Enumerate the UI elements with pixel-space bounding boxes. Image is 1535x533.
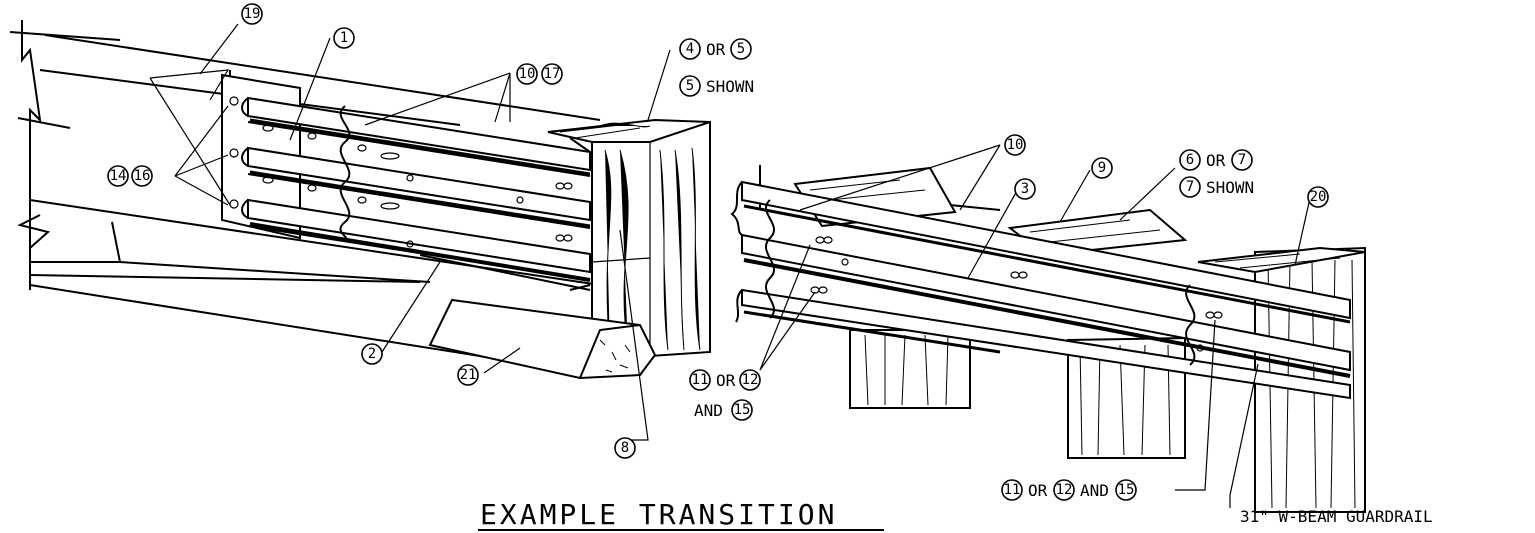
callout-15b: 15 (1115, 479, 1137, 501)
svg-text:15: 15 (734, 402, 751, 418)
svg-text:2: 2 (368, 346, 376, 362)
leader-lines (149, 23, 1311, 508)
svg-text:19: 19 (244, 6, 261, 22)
svg-text:10: 10 (1007, 137, 1024, 153)
svg-text:4: 4 (686, 41, 694, 57)
and-text-d: AND (1080, 481, 1109, 500)
callout-5: 5 (730, 38, 752, 60)
svg-text:7: 7 (1186, 179, 1194, 195)
callout-11b: 11 (1001, 479, 1023, 501)
callout-17: 17 (541, 63, 563, 85)
or-text-b: OR (1206, 151, 1226, 170)
svg-text:1: 1 (340, 30, 348, 46)
post-right-1 (793, 166, 971, 409)
callout-3: 3 (1014, 178, 1036, 200)
callout-15: 15 (731, 399, 753, 421)
svg-text:14: 14 (110, 168, 127, 184)
svg-text:12: 12 (1056, 482, 1073, 498)
callout-12b: 12 (1053, 479, 1075, 501)
svg-text:11: 11 (1004, 482, 1021, 498)
w-beam-right (730, 165, 1351, 400)
callout-9: 9 (1091, 157, 1113, 179)
callout-8: 8 (614, 437, 636, 459)
or-text-a: OR (706, 40, 726, 59)
shown-text-a: SHOWN (706, 77, 754, 96)
callout-5b: 5 (679, 75, 701, 97)
guardrail-label: 31" W-BEAM GUARDRAIL (1240, 507, 1433, 526)
callout-19: 19 (241, 3, 263, 25)
svg-text:20: 20 (1310, 189, 1327, 205)
svg-text:8: 8 (621, 440, 629, 456)
or-text-c: OR (716, 371, 736, 390)
callout-10: 10 (516, 63, 538, 85)
callout-4: 4 (679, 38, 701, 60)
svg-text:16: 16 (134, 168, 151, 184)
svg-text:5: 5 (686, 78, 694, 94)
svg-text:11: 11 (692, 372, 709, 388)
callout-2: 2 (361, 343, 383, 365)
curb-block (428, 298, 657, 380)
or-text-d: OR (1028, 481, 1048, 500)
shown-text-b: SHOWN (1206, 178, 1254, 197)
callout-7: 7 (1231, 149, 1253, 171)
callout-21: 21 (457, 364, 479, 386)
svg-text:12: 12 (742, 372, 759, 388)
drawing-title: EXAMPLE TRANSITION (480, 498, 837, 531)
callout-16: 16 (131, 165, 153, 187)
svg-text:6: 6 (1186, 152, 1194, 168)
callout-10b: 10 (1004, 134, 1026, 156)
svg-text:17: 17 (544, 66, 561, 82)
and-text-c: AND (694, 401, 723, 420)
callout-6: 6 (1179, 149, 1201, 171)
svg-text:10: 10 (519, 66, 536, 82)
svg-text:9: 9 (1098, 160, 1106, 176)
callout-11: 11 (689, 369, 711, 391)
svg-text:15: 15 (1118, 482, 1135, 498)
callout-1: 1 (333, 27, 355, 49)
svg-text:5: 5 (737, 41, 745, 57)
callout-12: 12 (739, 369, 761, 391)
callout-7b: 7 (1179, 176, 1201, 198)
svg-text:7: 7 (1238, 152, 1246, 168)
callout-14: 14 (107, 165, 129, 187)
thrie-beam-left (241, 96, 591, 291)
callout-20: 20 (1307, 186, 1329, 208)
svg-text:21: 21 (460, 367, 477, 383)
svg-text:3: 3 (1021, 181, 1029, 197)
timber-post-left (547, 118, 711, 357)
